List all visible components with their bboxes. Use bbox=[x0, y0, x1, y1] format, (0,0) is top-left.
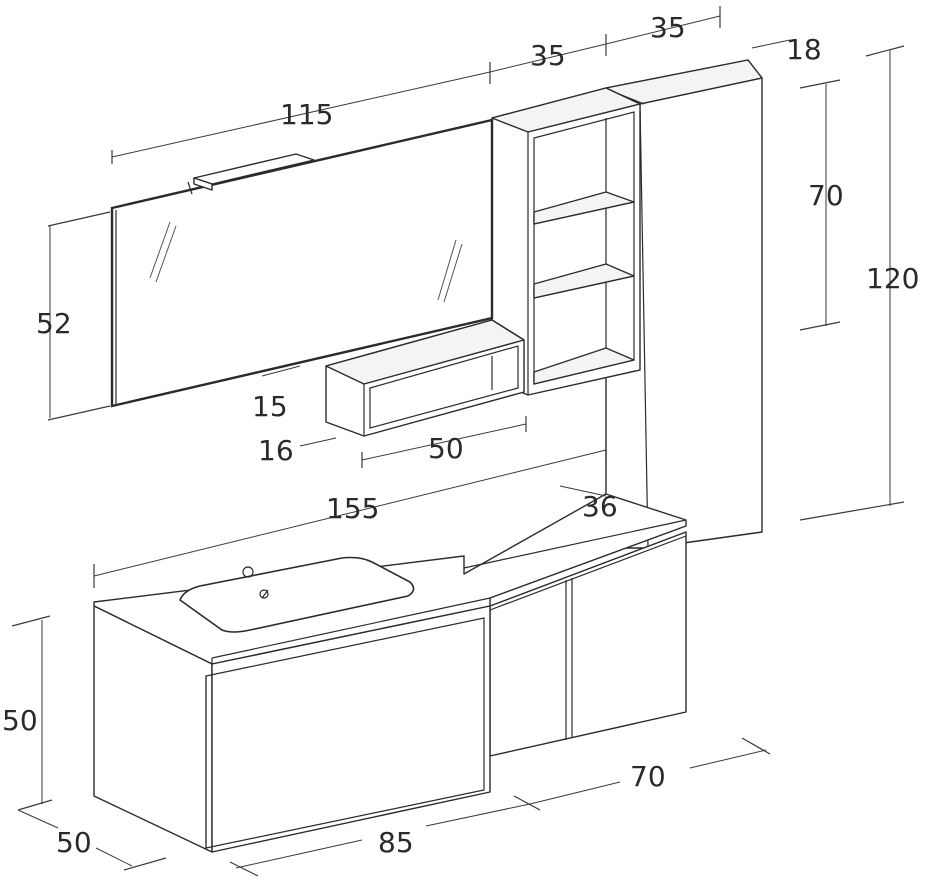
mirror-lamp bbox=[187, 153, 315, 195]
dim-column-depth: 18 bbox=[786, 33, 822, 66]
base-drawer-unit bbox=[93, 605, 491, 853]
dim-mirror-height: 52 bbox=[36, 307, 72, 340]
dim-base-height: 50 bbox=[2, 704, 38, 737]
dim-mirror-width: 115 bbox=[280, 98, 333, 131]
dim-shelf-width: 50 bbox=[428, 432, 464, 465]
tall-column-unit bbox=[605, 59, 763, 549]
dim-column-upper-width: 35 bbox=[530, 39, 566, 72]
dim-base-width: 85 bbox=[378, 826, 414, 859]
dim-top-side-depth: 36 bbox=[582, 490, 618, 523]
open-shelf-column bbox=[491, 87, 641, 396]
dim-column-upper-height: 70 bbox=[808, 179, 844, 212]
dim-shelf-height: 15 bbox=[252, 390, 288, 423]
dim-side-unit-width: 70 bbox=[630, 760, 666, 793]
mirror bbox=[110, 118, 494, 408]
dimension-lines bbox=[11, 6, 905, 877]
dim-column-tall-width: 35 bbox=[650, 11, 686, 44]
dim-top-width: 155 bbox=[326, 492, 379, 525]
dim-shelf-depth: 16 bbox=[258, 434, 294, 467]
small-open-shelf bbox=[325, 319, 525, 437]
dim-base-depth: 50 bbox=[56, 826, 92, 859]
dim-column-tall-height: 120 bbox=[866, 262, 919, 295]
